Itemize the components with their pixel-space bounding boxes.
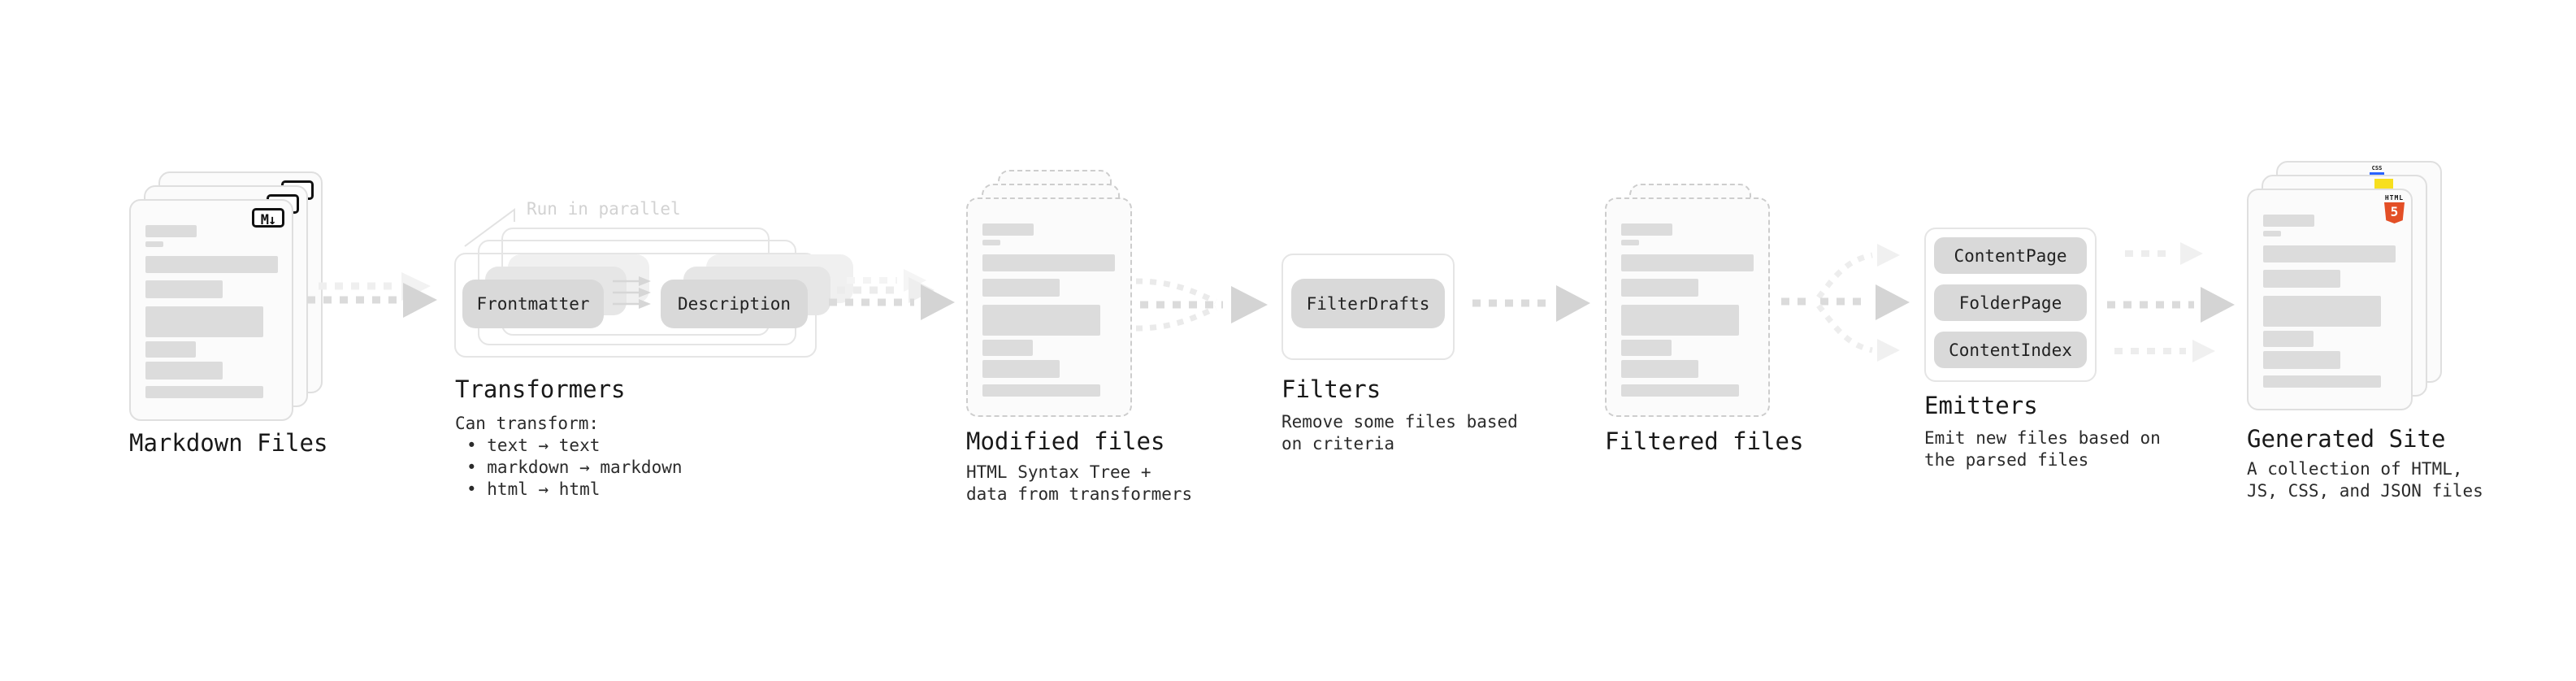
placeholder-bar xyxy=(2263,296,2381,327)
modified-doc-card-front xyxy=(966,197,1132,417)
bullet-item: • html → html xyxy=(466,479,601,499)
filterdrafts-pill: FilterDrafts xyxy=(1291,279,1445,328)
html5-word: HTML xyxy=(2384,194,2405,202)
placeholder-bar xyxy=(145,280,223,298)
placeholder-bar xyxy=(1621,305,1739,336)
javascript-icon xyxy=(2374,179,2393,190)
desc-line: Remove some files based xyxy=(1281,412,1518,432)
placeholder-bar xyxy=(982,384,1100,397)
placeholder-bar xyxy=(1621,340,1672,356)
placeholder-bar xyxy=(1621,240,1639,245)
filters-description: Remove some files based on criteria xyxy=(1281,411,1518,455)
placeholder-bar xyxy=(982,305,1100,336)
placeholder-bar xyxy=(145,241,163,247)
placeholder-bar xyxy=(145,362,223,380)
arrow-modified-to-filters-funnel xyxy=(1135,278,1268,332)
placeholder-bar xyxy=(2263,351,2340,369)
desc-line: HTML Syntax Tree + xyxy=(966,462,1151,482)
css-word: CSS xyxy=(2371,165,2383,171)
frontmatter-pill: Frontmatter xyxy=(462,280,604,328)
desc-line: Emit new files based on xyxy=(1924,428,2161,448)
placeholder-bar xyxy=(982,240,1000,245)
generated-site-label: Generated Site xyxy=(2247,425,2446,453)
placeholder-bar xyxy=(145,256,278,273)
desc-line: on criteria xyxy=(1281,434,1395,453)
can-transform-intro: Can transform: xyxy=(455,414,600,433)
placeholder-bar xyxy=(1621,254,1754,271)
placeholder-bar xyxy=(2263,375,2381,388)
placeholder-bar xyxy=(145,306,263,337)
desc-line: JS, CSS, and JSON files xyxy=(2247,481,2483,501)
modified-files-label: Modified files xyxy=(966,427,1165,455)
placeholder-bar xyxy=(2263,245,2396,262)
bullet-item: • text → text xyxy=(466,436,601,455)
arrow-filtered-to-emitters-fanout xyxy=(1781,244,1910,362)
arrow-emitters-to-generated xyxy=(2107,242,2235,362)
placeholder-bar xyxy=(1621,360,1698,378)
bullet-item: • markdown → markdown xyxy=(466,458,683,477)
contentpage-pill: ContentPage xyxy=(1934,237,2087,274)
emitters-description: Emit new files based on the parsed files xyxy=(1924,427,2161,471)
generated-doc-card-front: HTML 5 xyxy=(2247,189,2413,410)
markdown-files-label: Markdown Files xyxy=(129,429,328,457)
desc-line: data from transformers xyxy=(966,484,1193,504)
folderpage-pill: FolderPage xyxy=(1934,284,2087,321)
transformers-description: Can transform: • text → text • markdown … xyxy=(455,413,683,501)
placeholder-bar xyxy=(1621,223,1672,236)
html5-icon: HTML 5 xyxy=(2383,194,2405,223)
placeholder-bar xyxy=(145,341,196,358)
placeholder-bar xyxy=(1621,384,1739,397)
description-pill: Description xyxy=(661,280,808,328)
placeholder-bar xyxy=(982,360,1060,378)
modified-files-description: HTML Syntax Tree + data from transformer… xyxy=(966,462,1192,505)
generated-site-description: A collection of HTML, JS, CSS, and JSON … xyxy=(2247,458,2483,502)
placeholder-bar xyxy=(2263,215,2314,227)
placeholder-bar xyxy=(982,254,1115,271)
placeholder-bar xyxy=(2263,270,2340,288)
placeholder-bar xyxy=(982,223,1034,236)
emitters-heading: Emitters xyxy=(1924,392,2038,419)
arrow-markdown-to-transformers xyxy=(307,272,437,318)
placeholder-bar xyxy=(1621,279,1698,297)
contentindex-pill: ContentIndex xyxy=(1934,332,2087,368)
run-in-parallel-note: Run in parallel xyxy=(527,199,681,219)
placeholder-bar xyxy=(145,386,263,398)
markdown-doc-card-front: M↓ xyxy=(129,199,293,421)
html5-shield: 5 xyxy=(2384,202,2405,223)
css3-icon: CSS xyxy=(2369,165,2385,176)
filters-heading: Filters xyxy=(1281,375,1381,403)
markdown-icon: M↓ xyxy=(252,208,284,228)
placeholder-bar xyxy=(982,340,1033,356)
placeholder-bar xyxy=(2263,331,2314,347)
placeholder-bar xyxy=(145,225,197,237)
desc-line: A collection of HTML, xyxy=(2247,459,2463,479)
css-underline xyxy=(2370,172,2384,176)
arrow-filters-to-filtered xyxy=(1472,285,1590,322)
filtered-doc-card-front xyxy=(1605,197,1770,417)
placeholder-bar xyxy=(2263,231,2281,236)
filtered-files-label: Filtered files xyxy=(1605,427,1804,455)
transformers-heading: Transformers xyxy=(455,375,626,403)
placeholder-bar xyxy=(982,279,1060,297)
desc-line: the parsed files xyxy=(1924,450,2089,470)
